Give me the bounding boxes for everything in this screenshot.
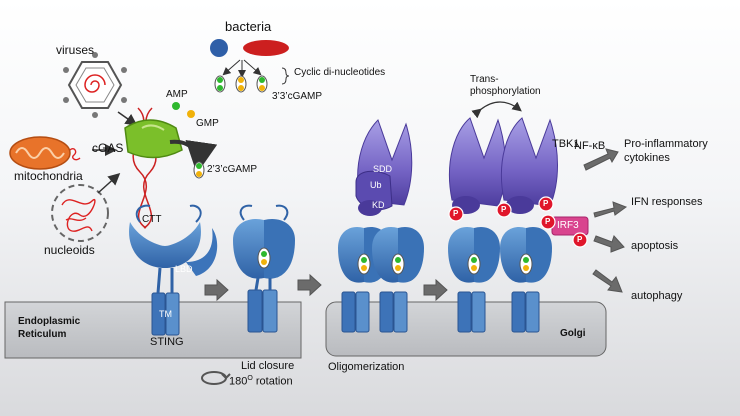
phospho-p5: P	[577, 235, 583, 244]
label-trans-line1: Trans-	[470, 74, 499, 85]
sting-dimer-open	[129, 204, 218, 336]
output-arrow-cytokines	[583, 148, 619, 171]
label-nucleoids: nucleoids	[44, 243, 95, 257]
label-autophagy: autophagy	[631, 290, 683, 302]
label-sdd: SDD	[373, 164, 393, 174]
label-ub: Ub	[370, 180, 382, 190]
rotation-icon	[201, 371, 231, 385]
label-sting: STING	[150, 336, 184, 348]
label-cgamp-33: 3’3’cGAMP	[272, 91, 323, 102]
flow-arrow-1	[204, 278, 229, 302]
phospho-p2: P	[501, 205, 507, 214]
gmp-molecule	[187, 110, 195, 118]
bacterium-coccus	[210, 39, 228, 57]
rotation-value: 180	[229, 375, 248, 388]
rotation-word: rotation	[255, 375, 293, 388]
label-cyclic-dinucleotides: Cyclic di-nucleotides	[294, 67, 386, 78]
rotation-unit: O	[247, 375, 253, 382]
flow-arrow-2	[297, 273, 322, 297]
label-golgi: Golgi	[560, 328, 586, 339]
output-arrow-apoptosis	[593, 235, 625, 253]
nucleoid-icon	[51, 184, 109, 242]
cgamp-23-molecule	[193, 161, 205, 179]
tbk1-dimer-right	[500, 117, 558, 214]
label-er-line2: Reticulum	[18, 329, 67, 340]
label-gmp: GMP	[196, 118, 219, 129]
label-cgas: cGAS	[92, 141, 124, 155]
output-arrow-ifn	[593, 201, 628, 218]
cgas-enzyme	[124, 119, 183, 159]
label-oligomerization: Oligomerization	[328, 361, 405, 373]
amp-molecule	[172, 102, 180, 110]
label-tbk1: TBK1	[552, 138, 580, 150]
label-kd: KD	[372, 200, 385, 210]
label-mitochondria: mitochondria	[14, 169, 83, 183]
label-pro-line1: Pro-inflammatory	[624, 138, 708, 150]
label-lid-closure: Lid closure	[241, 360, 295, 372]
label-rotation: 180O rotation	[229, 375, 293, 388]
sting-oligomer-active	[448, 226, 552, 333]
label-lbd: LBD	[175, 264, 193, 274]
label-er-line1: Endoplasmic	[18, 316, 81, 327]
virus-icon	[63, 52, 127, 118]
label-tm: TM	[159, 309, 172, 319]
bacterium-rod	[243, 40, 289, 56]
label-nfkb: NF-κB	[574, 140, 606, 152]
label-viruses: viruses	[56, 43, 95, 57]
sting-oligomer	[338, 226, 424, 333]
label-apoptosis: apoptosis	[631, 240, 679, 252]
label-bacteria: bacteria	[225, 19, 272, 34]
flow-arrow-3	[423, 278, 448, 302]
tbk1-dimer-left	[448, 117, 506, 214]
phospho-p1: P	[453, 209, 459, 218]
label-irf3: IRF3	[557, 220, 579, 231]
phospho-p4: P	[545, 217, 551, 226]
label-pro-line2: cytokines	[624, 152, 670, 164]
sting-dimer-closed	[233, 204, 295, 333]
cdn-molecules	[214, 75, 268, 93]
output-arrow-autophagy	[592, 269, 623, 293]
phospho-markers	[448, 196, 588, 248]
label-trans-line2: phosphorylation	[470, 86, 541, 97]
label-amp: AMP	[166, 89, 188, 100]
phospho-p3: P	[543, 199, 549, 208]
label-ifn: IFN responses	[631, 196, 703, 208]
mitochondria-icon	[9, 136, 81, 170]
label-cgamp-23: 2’3’cGAMP	[207, 164, 258, 175]
label-ctt: CTT	[142, 214, 162, 225]
tbk1-dimer-stage3	[355, 119, 413, 216]
